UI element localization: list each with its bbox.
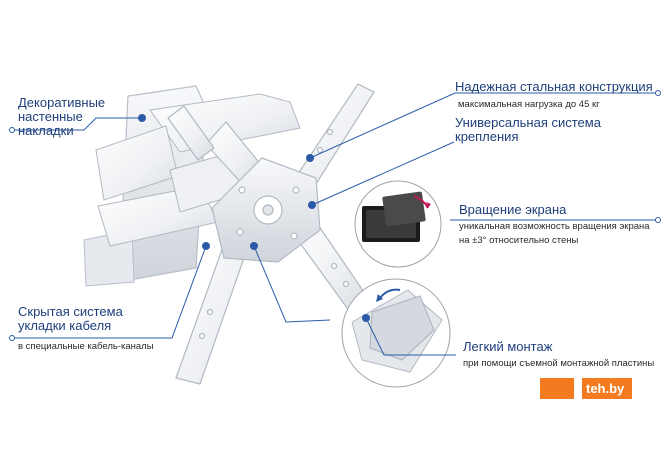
callout-lines [12, 92, 658, 356]
callout-decor-title-3: накладки [18, 123, 74, 138]
callout-dots [9, 90, 661, 341]
callout-rotation-title: Вращение экрана [459, 202, 567, 217]
watermark-text: teh.by [582, 378, 633, 399]
callout-cable-title-1: Скрытая система [18, 304, 123, 319]
teh-by-watermark: teh.by [540, 378, 633, 399]
callout-rotation-subtitle-2: на ±3° относительно стены [459, 235, 579, 246]
callout-universal-title-2: крепления [455, 129, 519, 144]
callout-decor-title-2: настенные [18, 109, 83, 124]
rotation-inset [354, 180, 442, 268]
callout-mount-subtitle: при помощи съемной монтажной пластины [463, 358, 655, 369]
callout-steel-title: Надежная стальная конструкция [455, 79, 653, 94]
callout-mount-title: Легкий монтаж [463, 339, 553, 354]
callout-cable-subtitle: в специальные кабель-каналы [18, 341, 154, 352]
watermark-icon [574, 378, 582, 399]
mount-inset [341, 278, 451, 388]
callout-universal-title-1: Универсальная система [455, 115, 601, 130]
vesa-bracket [167, 83, 375, 385]
callout-rotation-subtitle-1: уникальная возможность вращения экрана [459, 221, 650, 232]
callout-decor-title-1: Декоративные [18, 95, 106, 110]
callout-cable-title-2: укладки кабеля [18, 318, 112, 333]
watermark-bar [540, 378, 574, 399]
callout-steel-subtitle: максимальная нагрузка до 45 кг [458, 99, 600, 110]
